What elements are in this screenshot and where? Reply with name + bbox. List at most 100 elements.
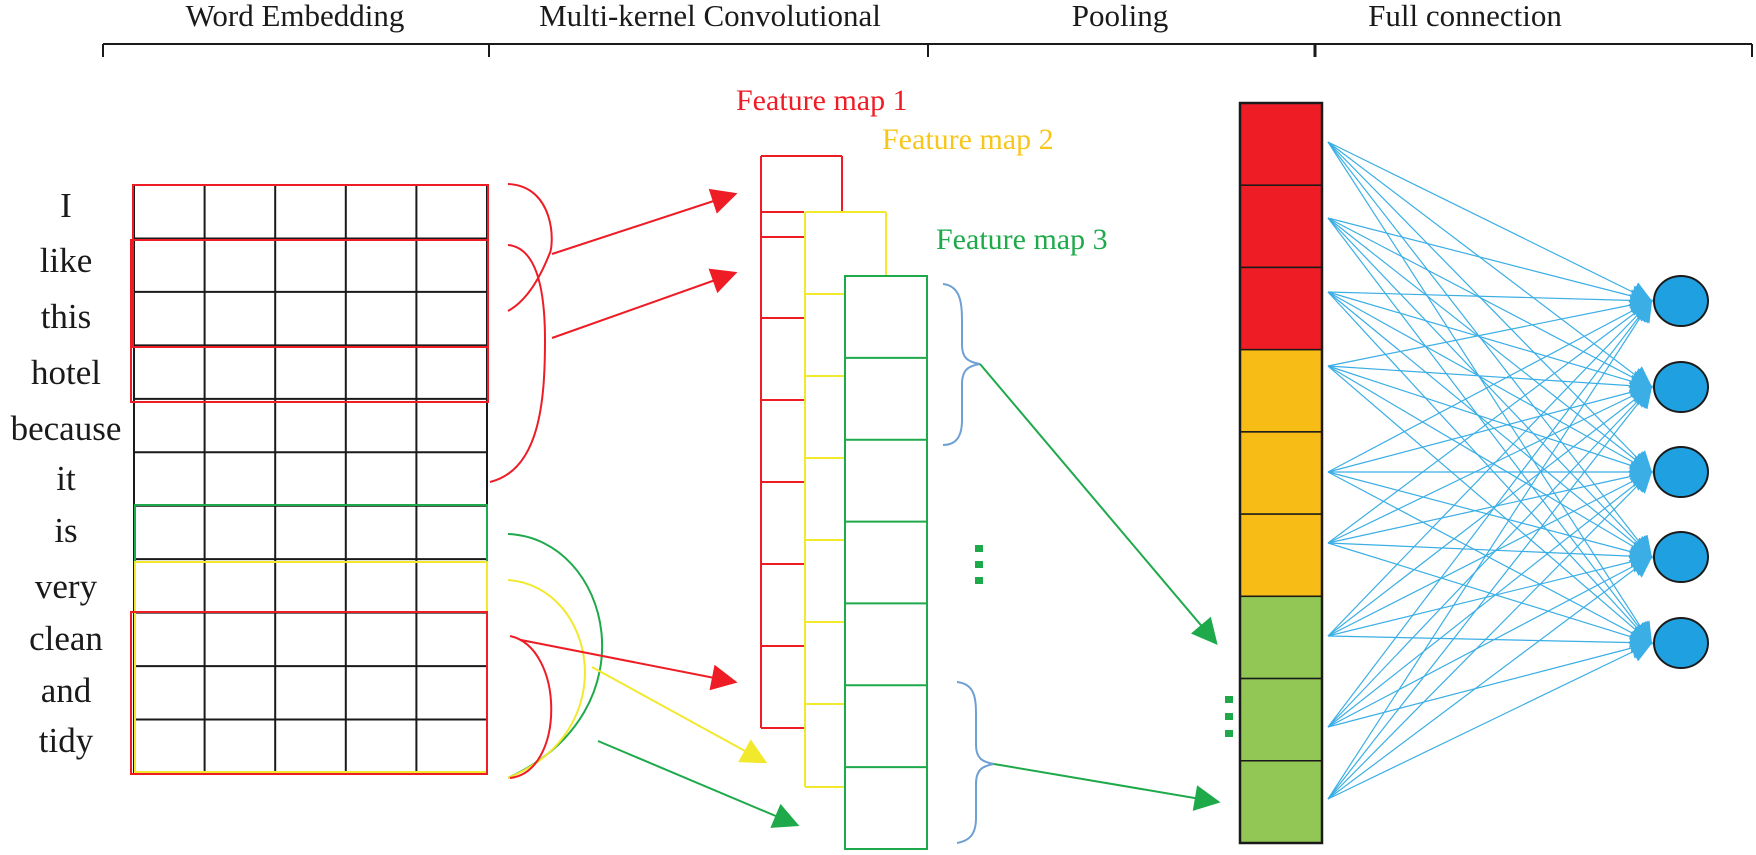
arrow-to-pooling	[979, 363, 1218, 645]
arrow-to-pooling	[993, 763, 1221, 811]
kernel-window-green	[134, 504, 488, 774]
feature-maps: Feature map 1 Feature map 2 Feature map …	[736, 84, 1108, 850]
pooling-cell	[1239, 348, 1323, 433]
word: very	[35, 567, 98, 606]
kernel-windows	[130, 184, 489, 775]
word: is	[54, 511, 77, 550]
connection-line	[1327, 217, 1654, 307]
brace	[956, 681, 995, 844]
feature-map-3	[844, 275, 928, 850]
output-node	[1653, 275, 1709, 327]
ellipsis-dot	[975, 545, 983, 552]
kernel-curve	[489, 244, 547, 483]
arrow-to-feature-map-3	[597, 740, 800, 828]
feature-map-2	[804, 211, 887, 788]
connection-line	[1327, 385, 1653, 728]
pooling-cell	[1239, 760, 1323, 844]
word: tidy	[39, 721, 94, 760]
connection-line	[1327, 299, 1653, 800]
kernel-window-red	[130, 239, 489, 403]
connection-line	[1327, 555, 1653, 800]
kernel-curve	[507, 183, 553, 312]
connection-line	[1327, 141, 1653, 303]
connection-line	[1327, 291, 1653, 559]
output-node	[1653, 531, 1709, 583]
connection-line	[1327, 217, 1653, 645]
connection-line	[1327, 217, 1653, 474]
kernel-window-red	[132, 184, 489, 348]
kernel-window-red	[130, 611, 488, 775]
connection-line	[1327, 637, 1654, 728]
arrow-to-feature-map-1	[551, 188, 738, 255]
connection-line	[1327, 299, 1653, 728]
output-node	[1653, 361, 1709, 413]
output-node	[1653, 446, 1709, 498]
connection-line	[1327, 217, 1653, 389]
section-title-word-embedding: Word Embedding	[186, 0, 405, 33]
sentence-words: I like this hotel because it is very cle…	[11, 186, 122, 760]
word: hotel	[31, 353, 101, 392]
word: like	[40, 241, 92, 280]
conv-connectors-bottom	[507, 533, 800, 828]
arrow-to-feature-map-1	[520, 639, 738, 691]
pooling-connectors	[942, 283, 1221, 844]
connection-line	[1327, 385, 1653, 637]
word: it	[56, 459, 76, 498]
pooling-cell	[1239, 102, 1323, 186]
pooling-vector	[1238, 101, 1324, 845]
embedding-matrix	[133, 184, 488, 774]
pooling-cell	[1239, 266, 1323, 351]
connection-line	[1327, 631, 1654, 654]
connection-line	[1327, 299, 1653, 544]
arrow-to-feature-map-2	[591, 666, 768, 764]
pooling-cell	[1239, 677, 1323, 762]
connection-line	[1327, 551, 1654, 637]
pooling-cell	[1239, 184, 1323, 269]
feature-map-2-label: Feature map 2	[882, 123, 1054, 156]
connection-line	[1327, 141, 1653, 645]
word: clean	[29, 619, 103, 658]
feature-map-3-label: Feature map 3	[936, 223, 1108, 256]
kernel-curve-red	[509, 635, 553, 779]
connection-line	[1327, 365, 1653, 559]
connection-line	[1327, 141, 1653, 474]
connection-line	[1327, 291, 1653, 474]
pooling-cell	[1239, 513, 1323, 598]
ellipsis-dot	[1225, 713, 1233, 720]
ellipsis-dot	[975, 561, 983, 568]
section-title-full-connection: Full connection	[1368, 0, 1562, 33]
connection-line	[1327, 365, 1653, 645]
ellipsis-dot	[1225, 696, 1233, 703]
connection-line	[1327, 470, 1653, 800]
output-nodes	[1653, 275, 1709, 669]
connection-line	[1327, 141, 1653, 389]
feature-map-1	[760, 155, 843, 729]
feature-map-1-label: Feature map 1	[736, 84, 908, 117]
ellipsis-dot	[1225, 730, 1233, 737]
kernel-curve-green	[507, 533, 604, 779]
kernel-curve-yellow	[507, 579, 586, 779]
connection-line	[1327, 294, 1654, 367]
pooling-cell	[1239, 595, 1323, 680]
brace	[942, 283, 981, 446]
connection-line	[1327, 217, 1653, 559]
connection-line	[1327, 381, 1654, 473]
word: I	[60, 186, 72, 225]
connection-line	[1327, 465, 1654, 544]
section-header: Word Embedding Multi-kernel Convolutiona…	[102, 0, 1753, 57]
word: because	[11, 409, 122, 448]
connection-line	[1327, 289, 1654, 312]
feature-map-frame	[844, 275, 928, 850]
connection-line	[1327, 471, 1653, 637]
word: and	[41, 671, 92, 710]
connection-line	[1327, 299, 1653, 473]
connection-line	[1327, 365, 1654, 477]
connection-line	[1327, 385, 1653, 544]
section-title-convolutional: Multi-kernel Convolutional	[539, 0, 881, 33]
connection-line	[1327, 470, 1653, 728]
arrow-to-feature-map-1	[551, 268, 738, 339]
connection-line	[1327, 385, 1653, 800]
connection-line	[1327, 291, 1653, 645]
connection-line	[1327, 555, 1653, 728]
